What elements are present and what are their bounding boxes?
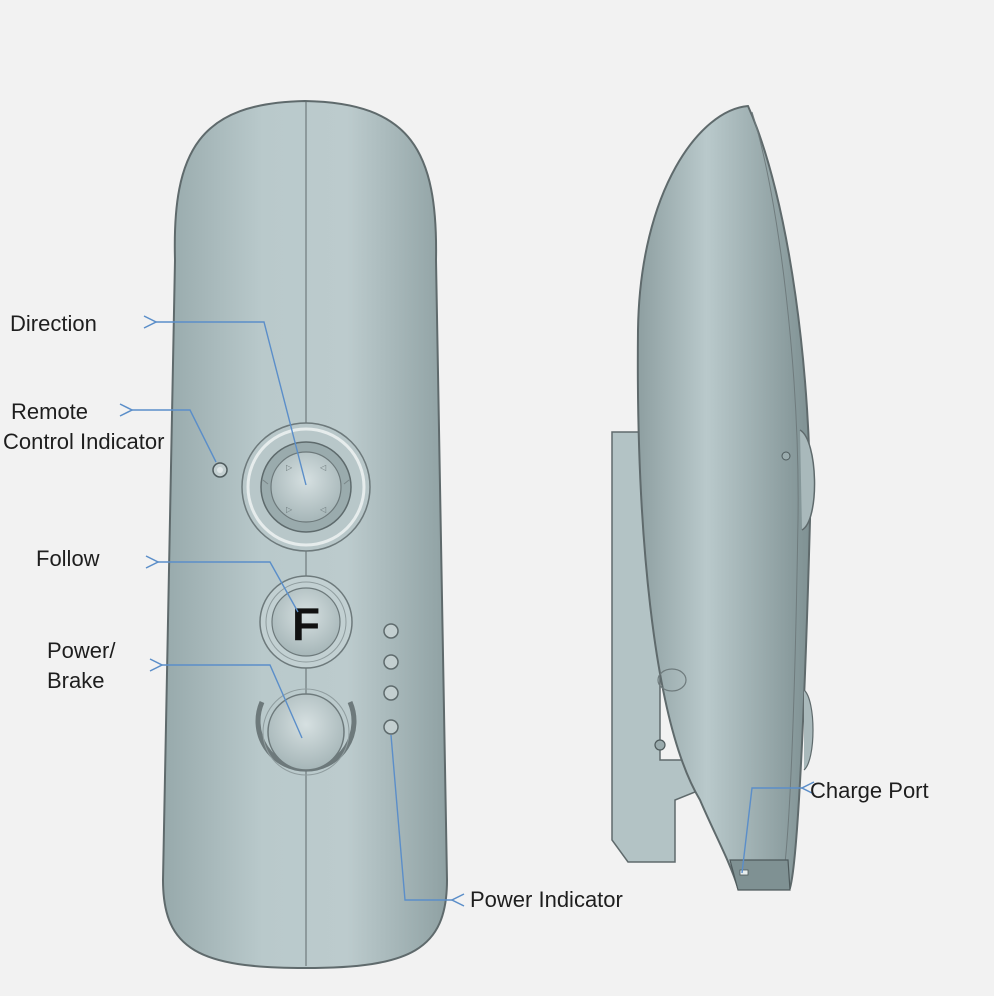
label-remote-control-indicator: Remote Control Indicator bbox=[3, 397, 164, 457]
charge-port-leader bbox=[741, 788, 802, 874]
label-power-brake: Power/ Brake bbox=[47, 636, 115, 696]
power-brake-leader bbox=[162, 665, 303, 739]
label-power-brake-line1: Power/ bbox=[47, 638, 116, 663]
label-remote-line1: Remote bbox=[11, 399, 89, 424]
power-brake-button[interactable] bbox=[255, 688, 357, 776]
side-view bbox=[611, 104, 816, 891]
charge-port bbox=[739, 869, 749, 876]
label-follow: Follow bbox=[36, 546, 100, 571]
power-indicator-leds bbox=[383, 623, 399, 735]
follow-button[interactable]: F bbox=[259, 575, 353, 669]
remote-control-indicator-led bbox=[212, 462, 228, 478]
arrow-mark-icon: ◁ bbox=[320, 463, 327, 472]
follow-glyph: F bbox=[292, 598, 320, 650]
side-body bbox=[636, 104, 812, 889]
label-remote-line2: Control Indicator bbox=[3, 429, 165, 454]
front-view: ▷ ◁ ▷ ◁ F bbox=[161, 99, 449, 970]
arrow-mark-icon: ▷ bbox=[286, 463, 293, 472]
arrow-mark-icon: ▷ bbox=[286, 505, 293, 514]
side-direction-pad-profile bbox=[799, 429, 816, 531]
direction-pad[interactable]: ▷ ◁ ▷ ◁ bbox=[241, 422, 371, 552]
remote-indicator-leader bbox=[132, 410, 217, 463]
charge-port-housing bbox=[729, 859, 791, 891]
label-direction: Direction bbox=[10, 311, 97, 336]
label-power-brake-line2: Brake bbox=[47, 668, 105, 693]
label-charge-port: Charge Port bbox=[810, 778, 929, 803]
label-power-indicator: Power Indicator bbox=[470, 887, 623, 912]
direction-leader bbox=[156, 322, 307, 486]
leader-lines bbox=[132, 322, 802, 900]
follow-leader bbox=[158, 562, 299, 613]
power-indicator-leader bbox=[390, 734, 452, 900]
arrow-mark-icon: ◁ bbox=[320, 505, 327, 514]
